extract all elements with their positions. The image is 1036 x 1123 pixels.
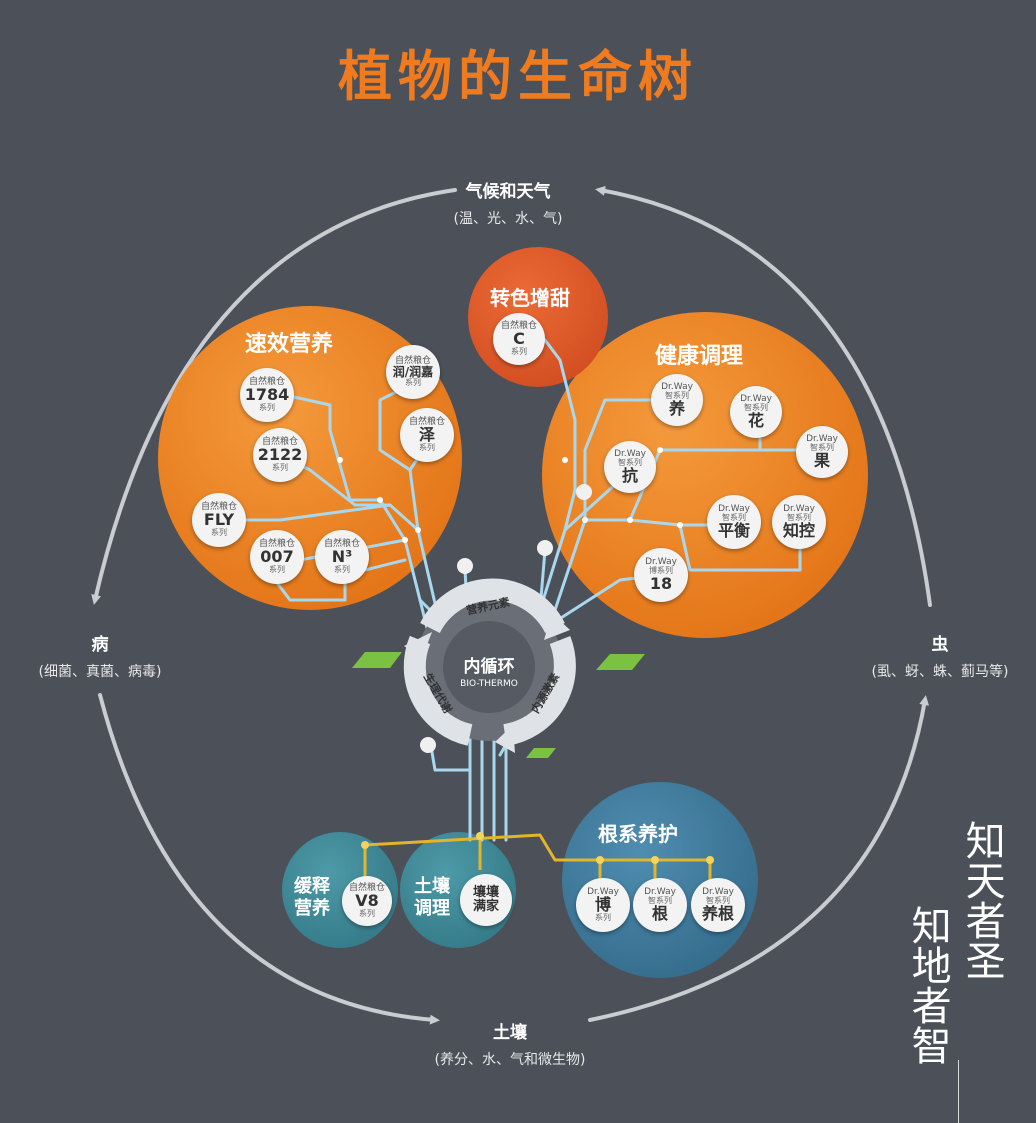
leaves: [352, 652, 645, 758]
cycle-label-top: 气候和天气 (温、光、水、气): [418, 177, 598, 228]
color-sweet-label: 转色增甜: [490, 286, 570, 310]
product-node[interactable]: Dr.Way 智系列 抗: [604, 441, 656, 493]
pest-label: 虫: [931, 635, 949, 655]
product-node[interactable]: 自然粮仓 FLY 系列: [192, 493, 246, 547]
pipe-joints: [337, 447, 683, 543]
product-node[interactable]: Dr.Way 智系列 养: [651, 374, 703, 426]
product-node[interactable]: Dr.Way 博 系列: [576, 878, 630, 932]
product-node[interactable]: 自然粮仓 V8 系列: [342, 876, 392, 926]
product-node[interactable]: Dr.Way 智系列 根: [633, 878, 687, 932]
leaf-right: [596, 654, 645, 670]
disease-sub: (细菌、真菌、病毒): [38, 664, 162, 680]
leaf-small: [526, 748, 556, 758]
cycle-arc-top-right: [595, 185, 932, 607]
inner-cycle-label: 内循环 BIO-THERMO: [449, 652, 529, 689]
soil-sub: (养分、水、气和微生物): [434, 1052, 586, 1068]
soil-care-line1: 土壤: [414, 876, 450, 897]
cycle-arc-top-left: [91, 188, 457, 605]
page-title: 植物的生命树: [338, 45, 698, 108]
gold-joints: [361, 832, 714, 864]
calligraphy-column-1: 知天者圣: [958, 820, 1005, 980]
calligraphy-column-2: 知地者智: [904, 905, 951, 1065]
cycle-label-bottom: 土壤 (养分、水、气和微生物): [410, 1018, 610, 1069]
fast-nutrition-label: 速效营养: [245, 332, 334, 357]
soil-care-line2: 调理: [414, 897, 450, 919]
product-node[interactable]: 自然粮仓 C 系列: [493, 313, 545, 365]
product-node[interactable]: 自然粮仓 N³ 系列: [315, 530, 369, 584]
product-node[interactable]: Dr.Way 智系列 养根: [691, 878, 745, 932]
product-node[interactable]: Dr.Way 智系列 平衡: [707, 495, 761, 549]
product-node[interactable]: 壤壤 满家: [460, 874, 512, 926]
climate-sub: (温、光、水、气): [453, 211, 563, 227]
soil-care-label: 土壤 调理: [414, 876, 450, 919]
product-node[interactable]: Dr.Way 博系列 18: [634, 548, 688, 602]
leaf-left: [352, 652, 402, 668]
pipe-end-bulbs: [420, 484, 592, 753]
slow-release-line2: 营养: [294, 897, 330, 919]
slow-release-label: 缓释 营养: [294, 876, 330, 919]
cycle-label-right: 虫 (虱、蚜、蛛、蓟马等): [850, 630, 1030, 681]
product-node[interactable]: Dr.Way 智系列 花: [730, 386, 782, 438]
health-label: 健康调理: [655, 344, 744, 369]
product-node[interactable]: 自然粮仓 1784 系列: [240, 368, 294, 422]
cycle-label-left: 病 (细菌、真菌、病毒): [10, 630, 190, 681]
climate-label: 气候和天气: [465, 182, 551, 202]
product-node[interactable]: 自然粮仓 2122 系列: [253, 428, 307, 482]
inner-cycle-title: 内循环: [463, 657, 515, 677]
product-node[interactable]: 自然粮仓 007 系列: [250, 530, 304, 584]
cycle-arc-bottom-right: [588, 695, 930, 1022]
soil-label: 土壤: [493, 1023, 527, 1043]
product-node[interactable]: Dr.Way 智系列 果: [796, 426, 848, 478]
cluster-health: [542, 312, 868, 638]
root-care-label: 根系养护: [598, 822, 678, 846]
disease-label: 病: [91, 635, 109, 655]
product-node[interactable]: 自然粮仓 润/润嘉 系列: [386, 345, 440, 399]
pest-sub: (虱、蚜、蛛、蓟马等): [871, 664, 1009, 680]
inner-cycle-subtitle: BIO-THERMO: [460, 679, 518, 689]
product-node[interactable]: 自然粮仓 泽 系列: [400, 408, 454, 462]
divider-line: [958, 1060, 959, 1123]
product-node[interactable]: Dr.Way 智系列 知控: [772, 495, 826, 549]
cluster-color-sweet: [468, 247, 608, 387]
cycle-arc-bottom-left: [98, 693, 440, 1025]
inner-cycle: [403, 578, 576, 753]
cycle-arcs: [91, 185, 932, 1025]
slow-release-line1: 缓释: [294, 876, 330, 897]
